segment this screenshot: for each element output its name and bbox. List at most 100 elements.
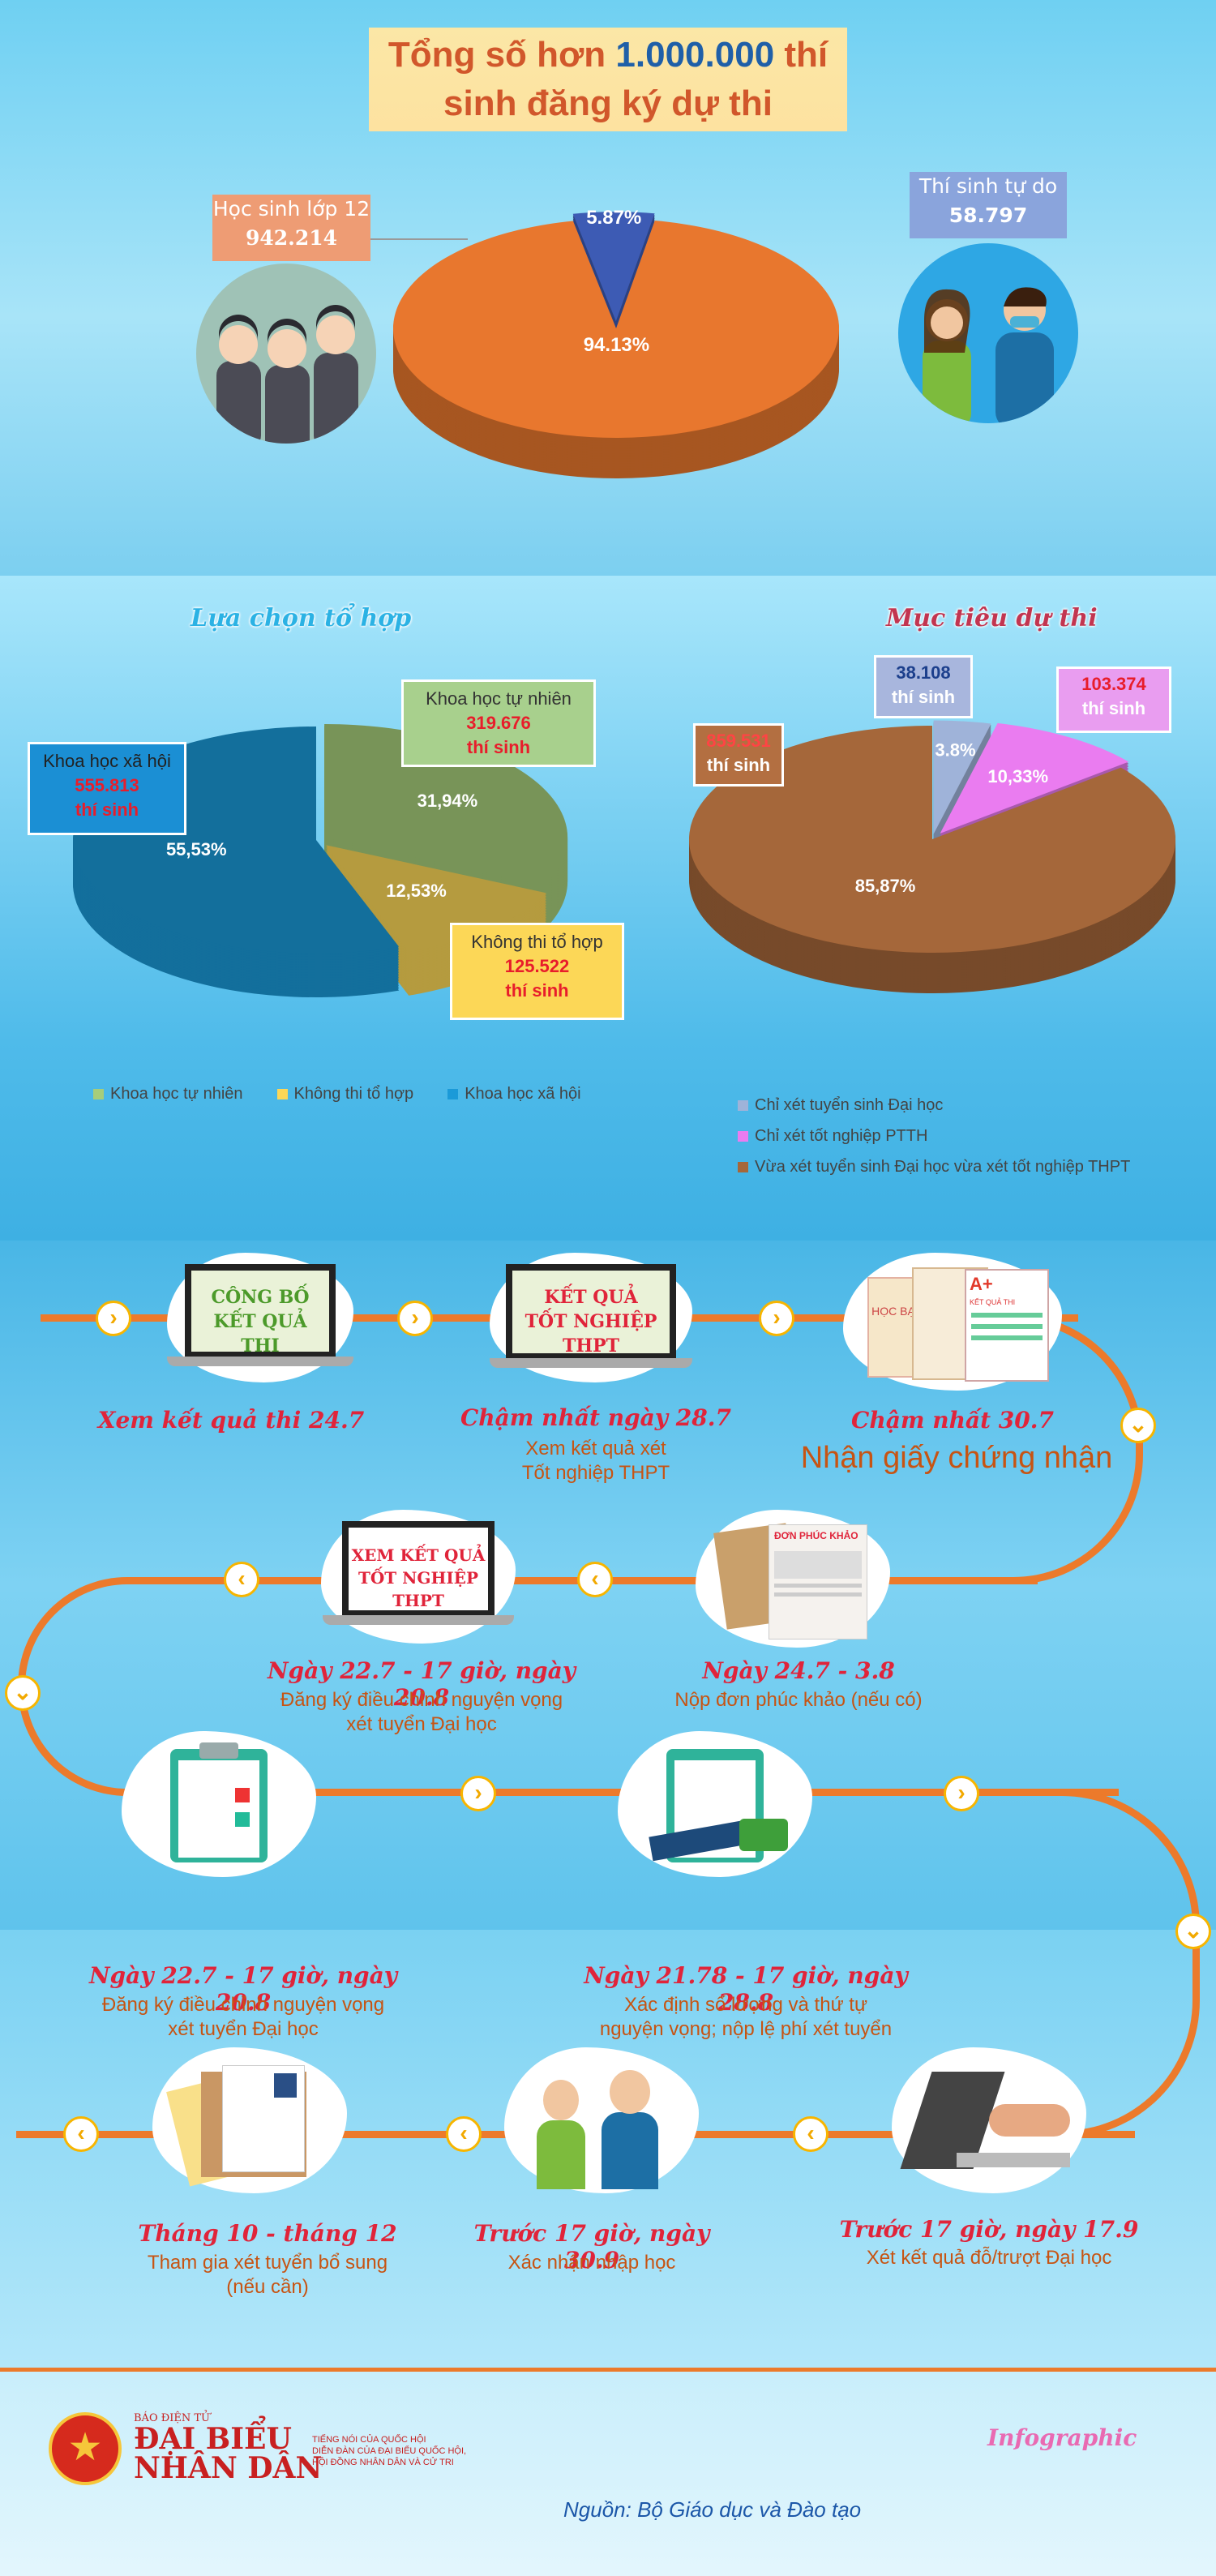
step-date: Trước 17 giờ, ngày 30.9 (473, 2220, 710, 2274)
arrow-right-icon: › (397, 1301, 433, 1336)
right-label-box: Thí sinh tự do 58.797 (910, 172, 1067, 238)
infographic-label: Infographic (987, 2424, 1137, 2451)
left-value: 942.214 (245, 226, 338, 250)
left-label: Học sinh lớp 12 (212, 197, 370, 221)
arrow-left-icon: ‹ (63, 2116, 99, 2152)
arrow-right-icon: › (460, 1776, 496, 1811)
pie-slice (393, 221, 839, 438)
clipboard-icon (122, 1731, 316, 1877)
chart2-title: Mục tiêu dự thi (886, 604, 1098, 632)
callout-natural-unit: thí sinh (466, 737, 531, 757)
students-icon (898, 243, 1078, 423)
step-desc: Xét kết quả đỗ/trượt Đại học (866, 2247, 1112, 2269)
arrow-down-icon: ⌄ (5, 1675, 41, 1711)
pie-data-label: 5.87% (586, 207, 641, 229)
callout-none-label: Không thi tổ hợp (471, 932, 603, 952)
person-group-icon (196, 264, 376, 444)
callout-social-unit: thí sinh (75, 799, 139, 820)
certificate-icon: HỌC BẠ A+ KẾT QUẢ THI (843, 1253, 1062, 1391)
pie-data-label: 12,53% (386, 881, 447, 901)
callout-social-count: 555.813 (75, 775, 139, 795)
certificate-b: KẾT QUẢ THI (970, 1298, 1016, 1306)
callout-social: Khoa học xã hội 555.813 thí sinh (28, 742, 186, 835)
title-line2: sinh đăng ký dự thi (443, 84, 773, 123)
overview-pie-chart: 94.13%5.87% (392, 207, 839, 478)
certificate-a: HỌC BẠ (867, 1277, 919, 1378)
pie-data-label: 55,53% (166, 839, 227, 859)
step-date: Chậm nhất 30.7 (851, 1407, 1054, 1434)
step-date: Trước 17 giờ, ngày 17.9 (839, 2216, 1139, 2243)
step-desc: Xác nhận nhập học (507, 2252, 676, 2274)
screen-text: KẾT QUẢ TỐT NGHIỆP THPT (506, 1264, 676, 1360)
logo-top: BÁO ĐIỆN TỬ (134, 2412, 210, 2424)
callout-grad-unit: thí sinh (1081, 698, 1146, 718)
callout-univ-unit: thí sinh (891, 687, 956, 707)
arrow-left-icon: ‹ (224, 1562, 259, 1597)
emblem-icon: ★ (49, 2412, 122, 2485)
pie-data-label: 85,87% (855, 876, 916, 896)
callout-grad-count: 103.374 (1081, 674, 1146, 694)
arrow-down-icon: ⌄ (1120, 1408, 1156, 1443)
document-icon: ĐƠN PHÚC KHẢO (696, 1510, 890, 1648)
step-date: Ngày 21.78 - 17 giờ, ngày 28.8 (584, 1962, 908, 2016)
step-date: Ngày 22.7 - 17 giờ, ngày 20.8 (267, 1657, 576, 1711)
pie-slice (688, 726, 1175, 953)
left-label-box: Học sinh lớp 12 942.214 (212, 195, 370, 261)
chart2-legend: Chỉ xét tuyển sinh Đại học Chỉ xét tốt n… (738, 1096, 1130, 1177)
arrow-left-icon: ‹ (577, 1562, 613, 1597)
chart1-legend: Khoa học tự nhiên Không thi tổ hợp Khoa … (93, 1085, 581, 1104)
step-date: Chậm nhất ngày 28.7 (460, 1404, 731, 1431)
arrow-right-icon: › (944, 1776, 979, 1811)
certificate-grade: A+ (970, 1274, 993, 1294)
callout-both: 859.531 thí sinh (693, 723, 784, 787)
screen-text: XEM KẾT QUẢ TỐT NGHIỆP THPT (342, 1521, 495, 1617)
pie-slice (933, 720, 991, 834)
footer-divider (0, 2368, 1216, 2372)
title-part2: thí (774, 35, 829, 75)
goal-pie-chart: 3.8%10,33%85,87% (688, 720, 1175, 993)
title-part1: Tổng số hơn (387, 35, 616, 75)
laptop-icon (892, 2047, 1086, 2193)
step-date: Ngày 22.7 - 17 giờ, ngày 20.8 (88, 1962, 398, 2016)
laptop-icon: KẾT QUẢ TỐT NGHIỆP THPT (490, 1253, 692, 1382)
arrow-left-icon: ‹ (446, 2116, 482, 2152)
step-desc: Đăng ký điều chỉnh nguyện vọng xét tuyển… (101, 1994, 385, 2040)
legend-item: Chỉ xét tốt nghiệp PTTH (738, 1127, 1130, 1146)
source-text: Nguồn: Bộ Giáo dục và Đào tạo (563, 2497, 862, 2522)
pie-data-label: 10,33% (987, 766, 1048, 787)
pie-slice (940, 722, 1129, 834)
callout-social-label: Khoa học xã hội (43, 751, 171, 771)
step-desc: Xem kết quả xét Tốt nghiệp THPT (521, 1438, 670, 1484)
callout-grad: 103.374 thí sinh (1056, 667, 1171, 733)
callout-none-unit: thí sinh (505, 980, 569, 1001)
callout-natural: Khoa học tự nhiên 319.676 thí sinh (401, 679, 596, 767)
legend-item: Khoa học tự nhiên (93, 1085, 243, 1104)
callout-natural-label: Khoa học tự nhiên (426, 688, 572, 709)
footer-bg (0, 2368, 1216, 2576)
callout-none: Không thi tổ hợp 125.522 thí sinh (450, 923, 624, 1020)
step-desc: Nhận giấy chứng nhận (800, 1441, 1113, 1475)
legend-item: Vừa xét tuyển sinh Đại học vừa xét tốt n… (738, 1158, 1130, 1177)
right-label: Thí sinh tự do (918, 174, 1058, 198)
callout-none-count: 125.522 (504, 956, 570, 976)
arrow-right-icon: › (759, 1301, 794, 1336)
callout-both-unit: thí sinh (706, 755, 771, 775)
legend-item: Không thi tổ hợp (276, 1085, 413, 1104)
pie-slice (572, 212, 655, 322)
folder-icon (152, 2047, 347, 2193)
laptop-icon: CÔNG BỐ KẾT QUẢ THI (167, 1253, 353, 1382)
logo: BÁO ĐIỆN TỬ ĐẠI BIỂU NHÂN DÂN (134, 2412, 322, 2483)
step-date: Xem kết quả thi 24.7 (97, 1407, 365, 1434)
step-date: Tháng 10 - tháng 12 (138, 2220, 397, 2247)
callout-both-count: 859.531 (706, 731, 771, 751)
students-icon (504, 2047, 699, 2193)
logo-line2: NHÂN DÂN (134, 2451, 323, 2485)
step-desc: Nộp đơn phúc khảo (nếu có) (674, 1689, 923, 1711)
document-title: ĐƠN PHÚC KHẢO (774, 1530, 858, 1541)
money-icon (618, 1731, 812, 1877)
callout-univ-count: 38.108 (896, 662, 951, 683)
arrow-left-icon: ‹ (793, 2116, 829, 2152)
callout-natural-count: 319.676 (466, 713, 531, 733)
logo-line1: ĐẠI BIỂU (134, 2422, 292, 2456)
legend-item: Chỉ xét tuyển sinh Đại học (738, 1096, 1130, 1115)
